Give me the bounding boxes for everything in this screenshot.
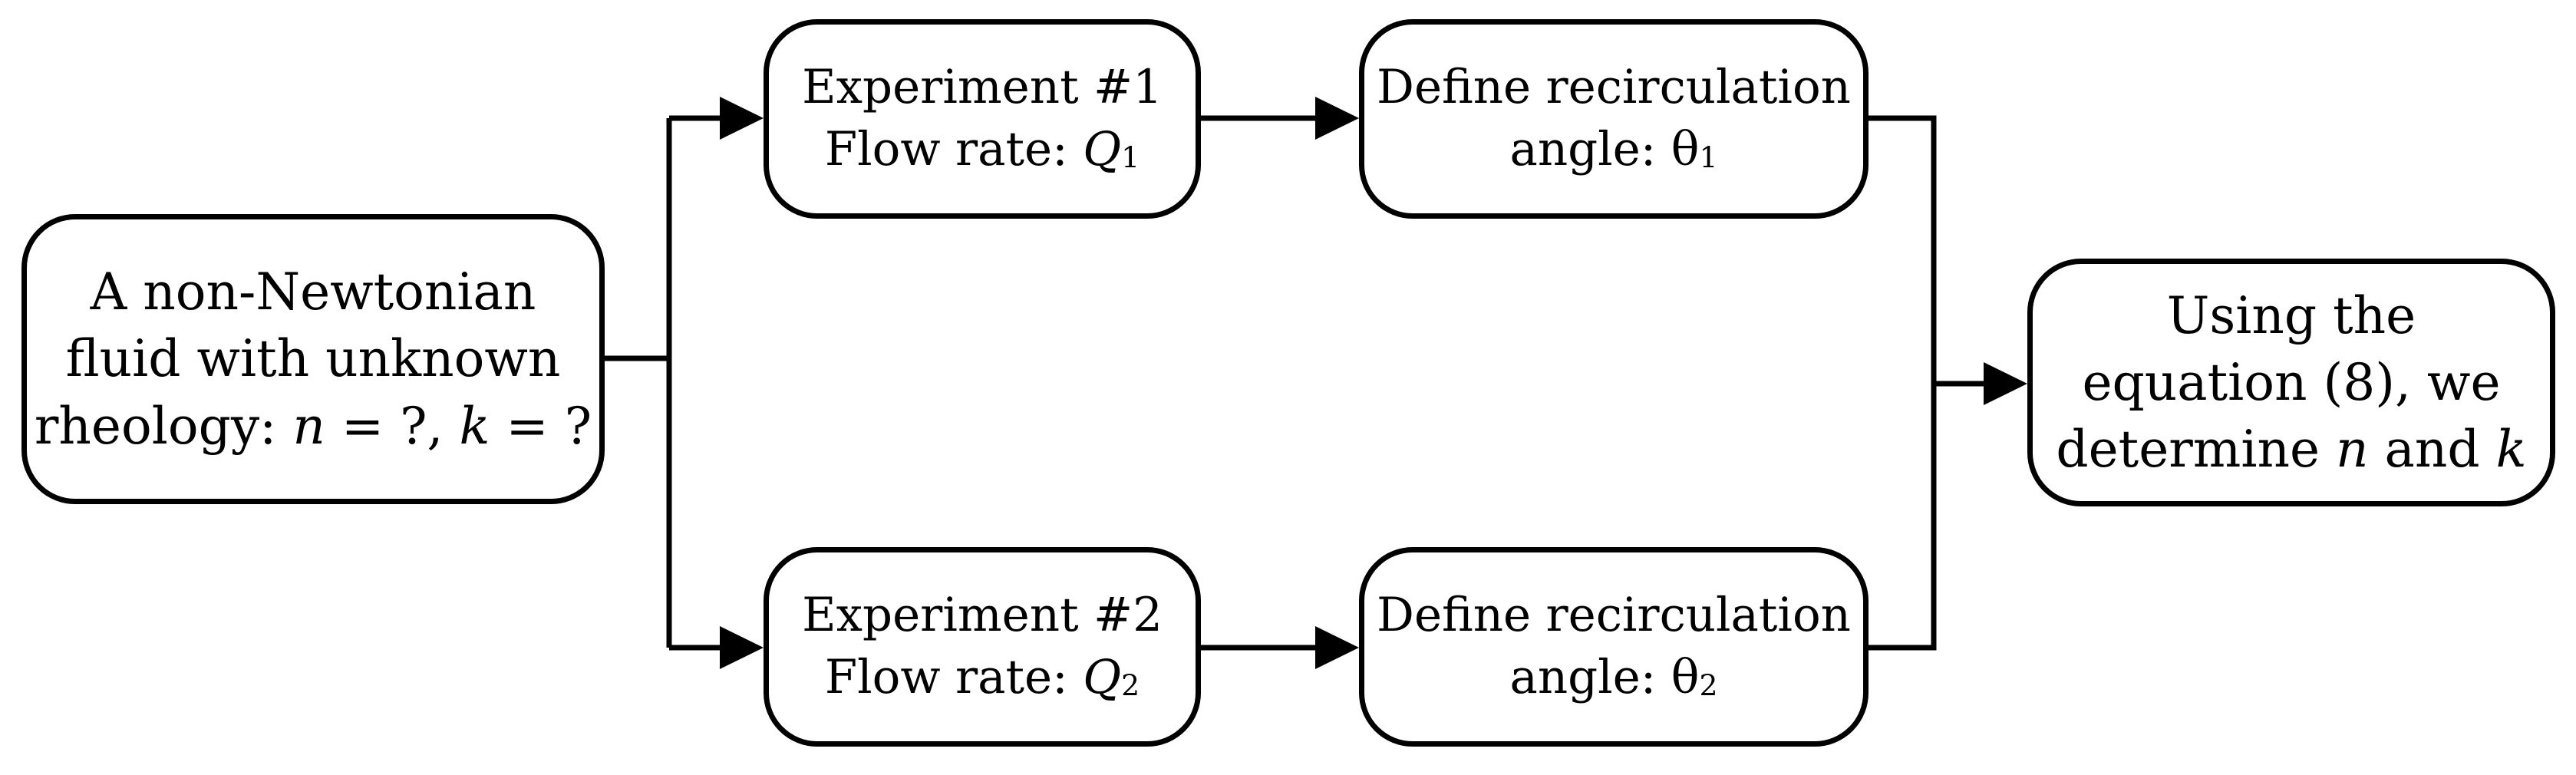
node-fluid-line1: A non-Newtonian [90, 262, 536, 322]
connector-angle1-out [1865, 115, 1937, 651]
node-angle1-line2: angle: θ1 [1509, 122, 1718, 176]
node-result-line1: Using the [2166, 285, 2416, 345]
arrowhead-to-result [1984, 362, 2027, 405]
arrowhead-to-experiment1 [720, 97, 764, 140]
node-angle1: Define recirculation angle: θ1 [1359, 19, 1869, 219]
node-experiment2-line2: Flow rate: Q2 [824, 650, 1140, 704]
node-angle2-line2: angle: θ2 [1509, 650, 1718, 704]
node-angle1-line1: Define recirculation [1377, 60, 1851, 115]
arrowhead-to-angle2 [1315, 626, 1359, 669]
node-experiment1-line2: Flow rate: Q1 [824, 122, 1140, 176]
node-result-line3: determine n and k [2056, 420, 2527, 480]
node-fluid: A non-Newtonian fluid with unknown rheol… [21, 214, 605, 504]
node-experiment1-line1: Experiment #1 [802, 60, 1163, 115]
node-experiment2: Experiment #2 Flow rate: Q2 [764, 547, 1201, 747]
node-experiment2-line1: Experiment #2 [802, 588, 1163, 643]
node-fluid-line3: rheology: n = ?, k = ? [34, 396, 592, 456]
node-experiment1: Experiment #1 Flow rate: Q1 [764, 19, 1201, 219]
node-angle2-line1: Define recirculation [1377, 588, 1851, 643]
node-result-line2: equation (8), we [2082, 352, 2501, 412]
node-angle2: Define recirculation angle: θ2 [1359, 547, 1869, 747]
arrowhead-to-angle1 [1315, 97, 1359, 140]
node-fluid-line2: fluid with unknown [65, 329, 561, 389]
node-result: Using the equation (8), we determine n a… [2027, 259, 2555, 506]
arrowhead-to-experiment2 [720, 626, 764, 669]
